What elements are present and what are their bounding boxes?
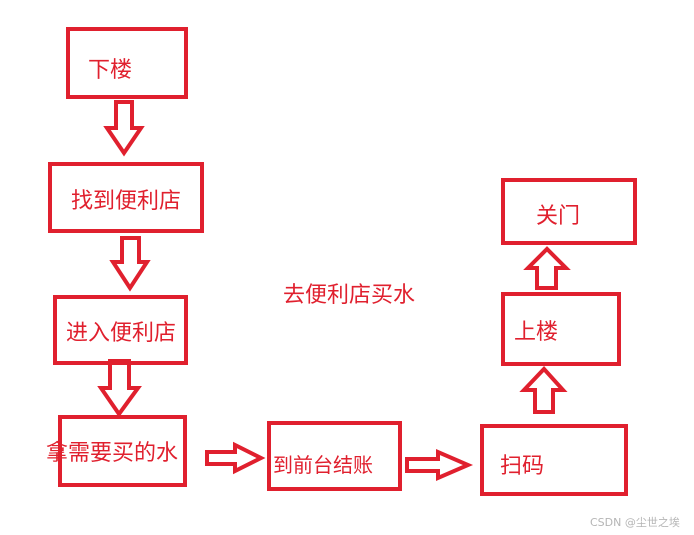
- arrow-right-1: [205, 441, 266, 475]
- box-checkout: [267, 421, 402, 491]
- label-find-store: 找到便利店: [71, 189, 181, 214]
- box-go-downstairs: [66, 27, 188, 99]
- box-close-door: [501, 178, 637, 245]
- label-scan-code: 扫码: [500, 454, 544, 479]
- box-take-water: [58, 415, 187, 487]
- box-find-store: [48, 162, 204, 233]
- label-close-door: 关门: [536, 204, 580, 229]
- arrow-down-2: [109, 236, 151, 292]
- box-scan-code: [480, 424, 628, 496]
- arrow-down-3: [97, 359, 142, 418]
- label-go-downstairs: 下楼: [88, 58, 132, 83]
- arrow-down-1: [103, 100, 145, 157]
- label-checkout: 到前台结账: [273, 453, 373, 477]
- box-go-upstairs: [501, 292, 621, 366]
- watermark: CSDN @尘世之埃: [590, 515, 680, 529]
- label-take-water: 拿需要买的水: [46, 440, 178, 466]
- label-go-upstairs: 上楼: [514, 320, 558, 345]
- arrow-right-2: [405, 448, 474, 482]
- diagram-title: 去便利店买水: [283, 283, 415, 308]
- arrow-up-2: [523, 246, 571, 290]
- label-enter-store: 进入便利店: [66, 321, 176, 346]
- arrow-up-1: [519, 366, 568, 414]
